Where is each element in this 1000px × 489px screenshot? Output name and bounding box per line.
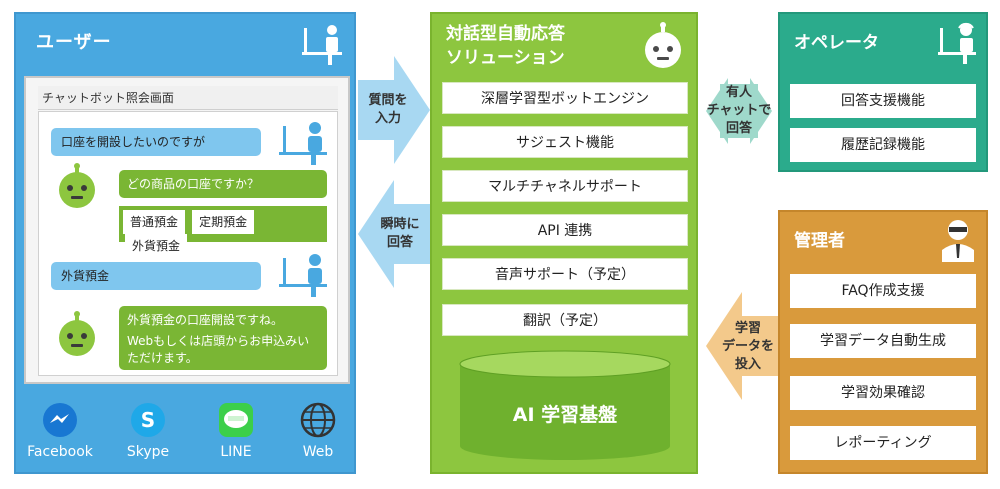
operator-title: オペレータ: [794, 33, 879, 53]
app-facebook[interactable]: Facebook: [20, 394, 100, 460]
svg-text:S: S: [141, 408, 155, 432]
admin-title: 管理者: [794, 231, 845, 251]
arrow-label-operator: 有人 チャットで 回答: [706, 85, 772, 136]
solution-panel: 対話型自動応答 ソリューション 深層学習型ボットエンジン サジェスト機能 マルチ…: [430, 12, 698, 474]
line-icon: [219, 403, 253, 437]
operator-panel: オペレータ 回答支援機能 履歴記録機能: [778, 12, 988, 172]
app-label: LINE: [220, 444, 252, 460]
operator-item: 回答支援機能: [790, 84, 976, 118]
app-label: Web: [302, 444, 334, 460]
app-web[interactable]: Web: [278, 394, 358, 460]
robot-avatar-icon: [59, 311, 95, 356]
options-box: 普通預金 定期預金 外貨預金: [119, 206, 327, 258]
arrow-label-answer: 瞬時に 回答: [380, 217, 420, 250]
chat-message-line: Webもしくは店頭からお申込みいただけます。: [127, 334, 310, 365]
chat-message-bot: 外貨預金の口座開設ですね。 Webもしくは店頭からお申込みいただけます。: [119, 306, 327, 370]
admin-panel: 管理者 FAQ作成支援 学習データ自動生成 学習効果確認 レポーティング: [778, 210, 988, 474]
admin-item: 学習効果確認: [790, 376, 976, 410]
arrow-left-answer: [358, 180, 430, 288]
app-label: Facebook: [27, 444, 93, 460]
app-line[interactable]: LINE: [196, 394, 276, 460]
robot-icon: [645, 22, 681, 68]
ai-base-label: AI 学習基盤: [512, 404, 618, 426]
arrow-label-input: 質問を 入力: [368, 93, 408, 126]
admin-person-icon: [942, 220, 974, 262]
user-panel: ユーザー チャットボット照会画面 口座を開設したいのですが: [14, 12, 356, 474]
arrow-right-input: [358, 56, 430, 164]
feature-item: サジェスト機能: [442, 126, 688, 158]
admin-item: FAQ作成支援: [790, 274, 976, 308]
arrow-label-learning: 学習 データを 投入: [721, 321, 774, 372]
operator-headset-icon: [938, 22, 976, 64]
feature-item: 音声サポート（予定）: [442, 258, 688, 290]
user-pc-icon: [302, 25, 342, 65]
feature-item: 深層学習型ボットエンジン: [442, 82, 688, 114]
chat-window-title: チャットボット照会画面: [38, 86, 338, 110]
globe-icon: [300, 402, 336, 438]
chat-message-bot: どの商品の口座ですか？: [119, 170, 327, 198]
option-button[interactable]: 外貨預金: [125, 234, 187, 258]
chat-message-user: 外貨預金: [51, 262, 261, 290]
chat-message-user: 口座を開設したいのですが: [51, 128, 261, 156]
user-title: ユーザー: [36, 32, 112, 53]
robot-avatar-icon: [59, 163, 95, 208]
feature-item: マルチチャネルサポート: [442, 170, 688, 202]
operator-item: 履歴記録機能: [790, 128, 976, 162]
arrow-bidirectional-operator: [706, 78, 772, 144]
feature-item: API 連携: [442, 214, 688, 246]
person-pc-icon: [279, 122, 327, 165]
chat-body: 口座を開設したいのですが どの商品の口座ですか？ 普通預金 定期預金: [38, 111, 338, 376]
chatbot-window: チャットボット照会画面 口座を開設したいのですが どの商品の口座ですか？: [24, 76, 350, 384]
ai-database-cylinder: [459, 350, 671, 460]
admin-item: レポーティング: [790, 426, 976, 460]
person-pc-icon: [279, 254, 327, 297]
option-button[interactable]: 普通預金: [123, 210, 185, 234]
skype-icon: S: [131, 403, 165, 437]
app-skype[interactable]: S Skype: [108, 394, 188, 460]
admin-item: 学習データ自動生成: [790, 324, 976, 358]
channel-icons: Facebook S Skype LINE: [16, 394, 358, 474]
option-button[interactable]: 定期預金: [192, 210, 255, 234]
chat-message-line: 外貨預金の口座開設ですね。: [127, 313, 284, 327]
arrow-left-learning: [706, 292, 778, 400]
app-label: Skype: [126, 444, 170, 460]
messenger-icon: [43, 403, 77, 437]
feature-item: 翻訳（予定）: [442, 304, 688, 336]
solution-title: 対話型自動応答 ソリューション: [446, 24, 565, 68]
